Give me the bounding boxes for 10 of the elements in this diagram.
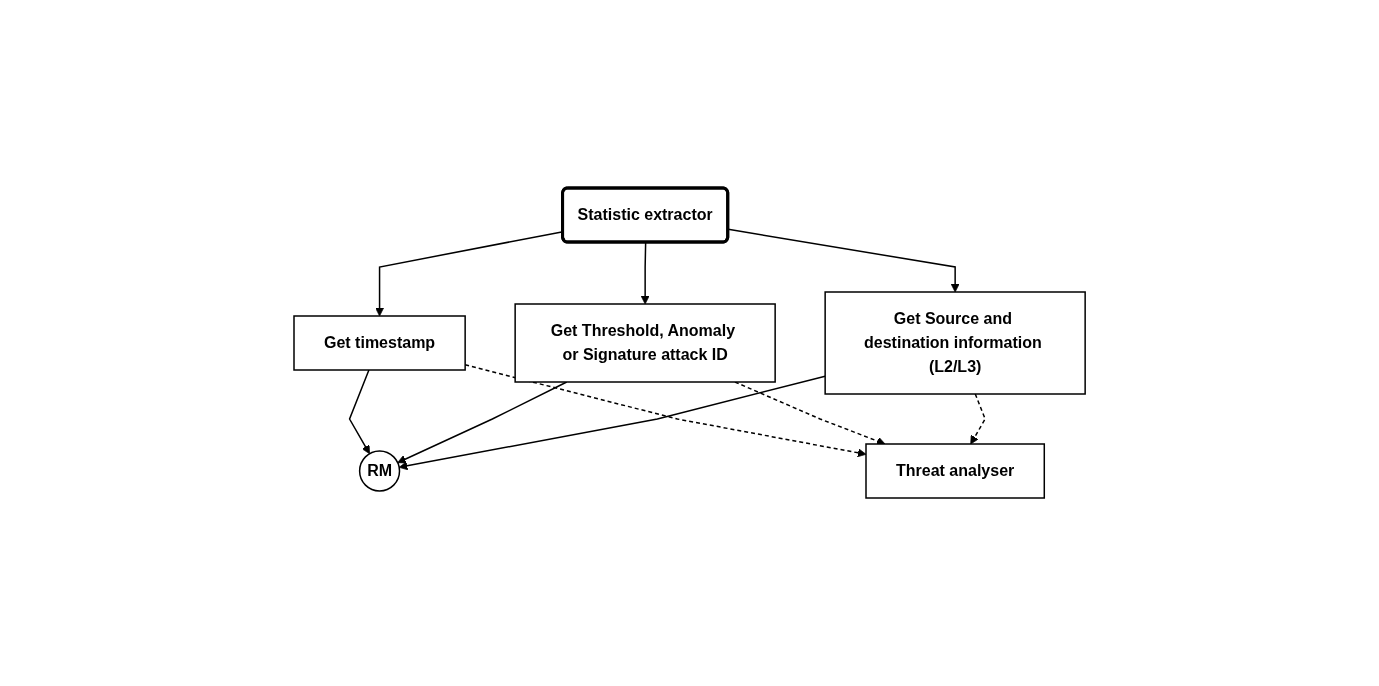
node-box: Get Source and destination information (L2/L3): [824, 291, 1086, 395]
arrow: [348, 369, 370, 455]
arrow: [398, 375, 826, 471]
node-box: Get Threshold, Anomaly or Signature attack ID: [514, 303, 776, 383]
node-box: Get timestamp: [293, 315, 466, 371]
arrow: [727, 228, 960, 293]
node-box: Threat analyser: [865, 443, 1045, 499]
arrow: [397, 381, 568, 464]
node-circle: RM: [358, 450, 401, 492]
arrow: [970, 393, 986, 445]
